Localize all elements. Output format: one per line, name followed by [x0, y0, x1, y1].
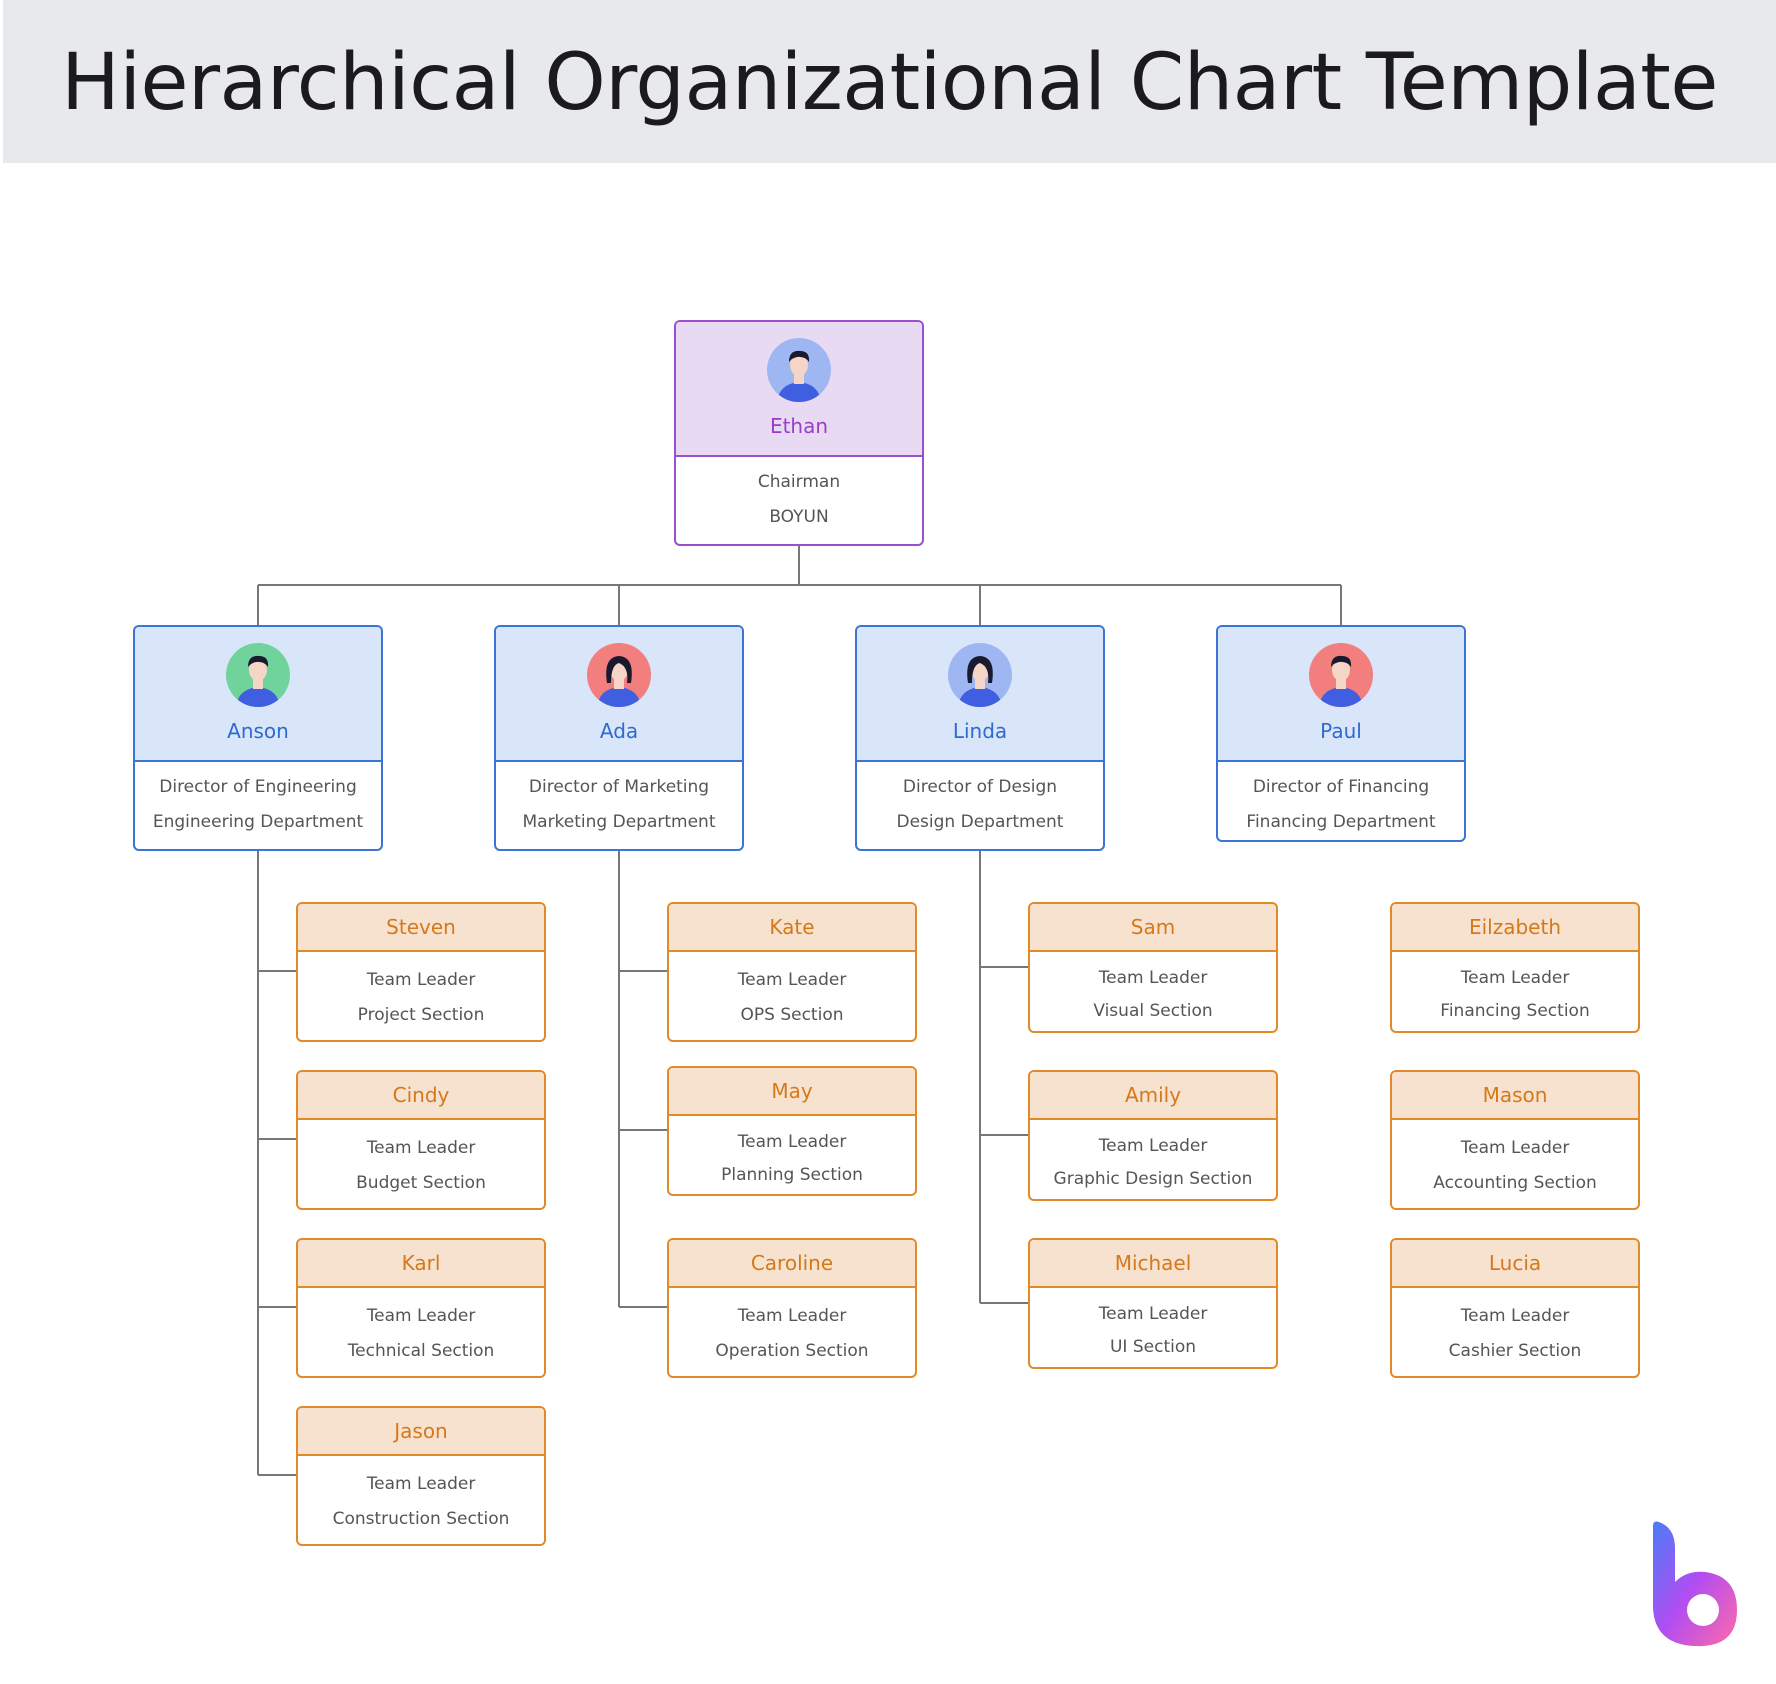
- leader-role: Team Leader: [737, 1132, 847, 1152]
- leader-role: Team Leader: [366, 1474, 476, 1494]
- leader-card-header: May: [669, 1068, 915, 1116]
- leader-role: Team Leader: [366, 1306, 476, 1326]
- leader-role: Team Leader: [366, 1138, 476, 1158]
- leader-section: Operation Section: [715, 1341, 869, 1361]
- root-card[interactable]: Ethan Chairman BOYUN: [674, 320, 924, 546]
- leader-section: Project Section: [357, 1005, 485, 1025]
- header-bar: Hierarchical Organizational Chart Templa…: [3, 0, 1776, 163]
- leader-card-header: Sam: [1030, 904, 1276, 952]
- leader-role: Team Leader: [1098, 1304, 1208, 1324]
- leader-name: Kate: [769, 915, 815, 939]
- leader-section: OPS Section: [740, 1005, 844, 1025]
- leader-card-header: Jason: [298, 1408, 544, 1456]
- leader-card-header: Caroline: [669, 1240, 915, 1288]
- director-card-header: Linda: [857, 627, 1103, 762]
- leader-name: Eilzabeth: [1468, 915, 1562, 939]
- director-name: Anson: [227, 719, 289, 743]
- leader-section: Cashier Section: [1448, 1341, 1582, 1361]
- leader-role: Team Leader: [1098, 968, 1208, 988]
- leader-section: Accounting Section: [1433, 1173, 1597, 1193]
- root-name: Ethan: [769, 414, 829, 438]
- avatar: [767, 338, 831, 402]
- leader-card-header: Eilzabeth: [1392, 904, 1638, 952]
- leader-card-header: Michael: [1030, 1240, 1276, 1288]
- avatar: [948, 643, 1012, 707]
- leader-name: Lucia: [1488, 1251, 1542, 1275]
- leader-name: Michael: [1114, 1251, 1192, 1275]
- avatar: [226, 643, 290, 707]
- leader-name: Mason: [1482, 1083, 1548, 1107]
- director-name: Linda: [952, 719, 1008, 743]
- leader-card-header: Karl: [298, 1240, 544, 1288]
- leader-section: Financing Section: [1440, 1001, 1590, 1021]
- director-role: Director of Engineering: [159, 777, 357, 797]
- leader-card-header: Kate: [669, 904, 915, 952]
- director-name: Ada: [599, 719, 639, 743]
- leader-card-header: Steven: [298, 904, 544, 952]
- director-department: Financing Department: [1246, 812, 1436, 832]
- leader-name: Caroline: [750, 1251, 834, 1275]
- leader-name: Steven: [386, 915, 456, 939]
- leader-section: Budget Section: [356, 1173, 486, 1193]
- leader-role: Team Leader: [366, 970, 476, 990]
- leader-card-header: Cindy: [298, 1072, 544, 1120]
- director-card-header: Paul: [1218, 627, 1464, 762]
- leader-name: Cindy: [392, 1083, 450, 1107]
- root-org: BOYUN: [769, 507, 829, 527]
- director-role: Director of Design: [902, 777, 1058, 797]
- leader-role: Team Leader: [1460, 968, 1570, 988]
- leader-name: Karl: [401, 1251, 441, 1275]
- leader-card-header: Lucia: [1392, 1240, 1638, 1288]
- leader-role: Team Leader: [737, 1306, 847, 1326]
- leader-section: Technical Section: [347, 1341, 495, 1361]
- root-card-header: Ethan: [676, 322, 922, 457]
- director-card-header: Anson: [135, 627, 381, 762]
- leader-card-header: Mason: [1392, 1072, 1638, 1120]
- director-department: Design Department: [896, 812, 1064, 832]
- root-role: Chairman: [757, 472, 841, 492]
- director-name: Paul: [1320, 719, 1362, 743]
- leader-name: Amily: [1124, 1083, 1182, 1107]
- leader-section: Planning Section: [721, 1165, 863, 1185]
- leader-role: Team Leader: [1460, 1138, 1570, 1158]
- leader-section: Visual Section: [1093, 1001, 1213, 1021]
- director-department: Marketing Department: [522, 812, 716, 832]
- director-role: Director of Marketing: [528, 777, 710, 797]
- leader-name: Jason: [394, 1419, 448, 1443]
- leader-section: UI Section: [1109, 1337, 1197, 1357]
- leader-section: Construction Section: [332, 1509, 510, 1529]
- avatar: [1309, 643, 1373, 707]
- leader-name: Sam: [1130, 915, 1176, 939]
- leader-name: May: [771, 1079, 813, 1103]
- leader-card-header: Amily: [1030, 1072, 1276, 1120]
- page-title: Hierarchical Organizational Chart Templa…: [61, 38, 1718, 128]
- director-card-header: Ada: [496, 627, 742, 762]
- avatar: [587, 643, 651, 707]
- leader-role: Team Leader: [737, 970, 847, 990]
- director-department: Engineering Department: [152, 812, 364, 832]
- leader-role: Team Leader: [1460, 1306, 1570, 1326]
- leader-role: Team Leader: [1098, 1136, 1208, 1156]
- brand-logo: [1653, 1521, 1737, 1647]
- leader-section: Graphic Design Section: [1053, 1169, 1253, 1189]
- director-role: Director of Financing: [1252, 777, 1430, 797]
